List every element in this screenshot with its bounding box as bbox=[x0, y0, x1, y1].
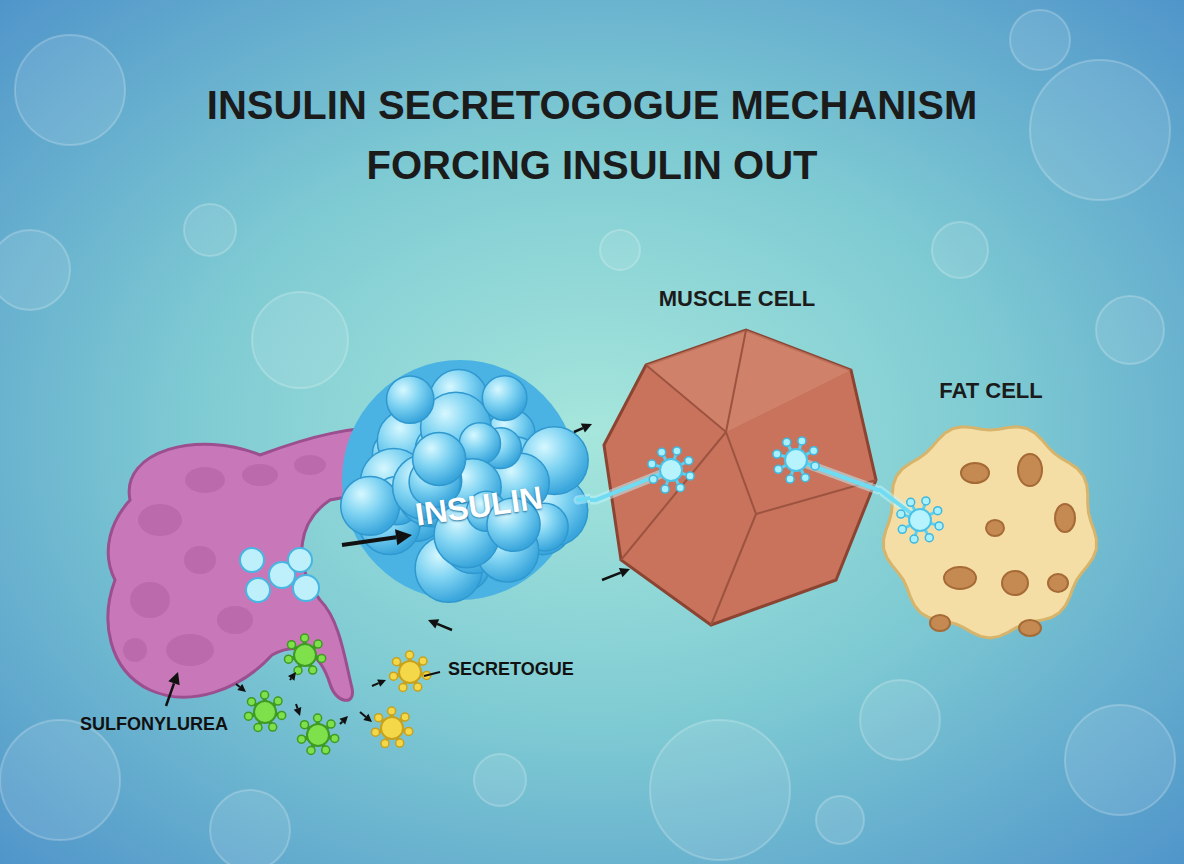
insulin-beam bbox=[578, 498, 590, 500]
insulin-beam bbox=[596, 470, 671, 500]
receptor bbox=[773, 437, 819, 483]
fat-cell-shape bbox=[884, 427, 1097, 638]
drug-molecule bbox=[390, 651, 431, 692]
fat-droplets bbox=[930, 454, 1075, 636]
part-label: SULFONYLUREA bbox=[80, 714, 228, 735]
receptor bbox=[897, 497, 943, 543]
fat-cell: FAT CELL bbox=[880, 378, 1102, 643]
small-arrow bbox=[294, 704, 302, 716]
drug-molecule bbox=[245, 691, 286, 732]
small-arrow bbox=[372, 680, 386, 687]
small-arrow bbox=[602, 568, 630, 580]
muscle-facet bbox=[646, 330, 851, 432]
insulin-cluster-outline bbox=[320, 340, 590, 610]
small-arrow bbox=[360, 712, 372, 722]
small-arrow bbox=[166, 672, 180, 706]
fat-cell-outline bbox=[880, 378, 1102, 643]
diagram-title: INSULIN SECRETOGOGUE MECHANISM FORCING I… bbox=[142, 75, 1042, 195]
drug-molecule bbox=[372, 707, 413, 748]
small-arrow bbox=[342, 529, 412, 545]
drug-molecule bbox=[285, 634, 326, 675]
small-arrow bbox=[236, 684, 246, 692]
small-arrow bbox=[288, 672, 296, 681]
part-label: SECRETOGUE bbox=[448, 659, 574, 680]
node-label: MUSCLE CELL bbox=[596, 282, 878, 312]
bubbles bbox=[0, 10, 1175, 864]
drug-molecule bbox=[298, 714, 339, 755]
leader-line bbox=[424, 672, 440, 676]
small-arrow bbox=[340, 716, 349, 725]
receptor bbox=[648, 447, 694, 493]
insulin-cluster: INSULIN bbox=[320, 340, 590, 610]
insulin-beam bbox=[796, 460, 878, 490]
small-arrow bbox=[574, 424, 592, 433]
muscle-cell: MUSCLE CELL bbox=[596, 282, 878, 627]
node-label: FAT CELL bbox=[880, 378, 1102, 404]
insulin-granules bbox=[341, 370, 588, 603]
muscle-cell-outline bbox=[596, 282, 878, 627]
small-arrow bbox=[428, 619, 452, 630]
